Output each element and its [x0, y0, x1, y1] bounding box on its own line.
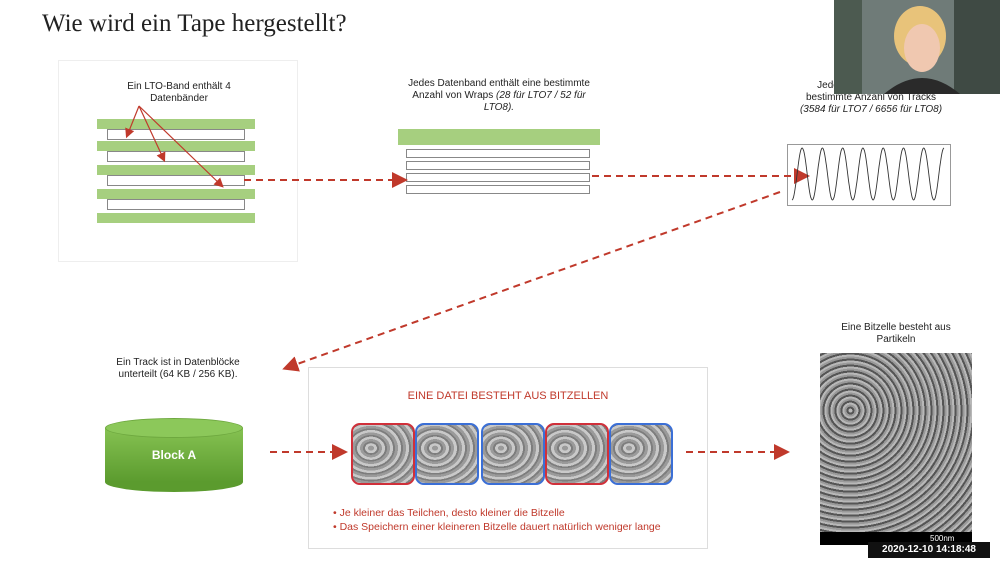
- bitcell-blue-1: [415, 423, 479, 485]
- slide-title: Wie wird ein Tape hergestellt?: [42, 10, 347, 37]
- band-green-3: [97, 165, 255, 175]
- wraps-text-main: Jedes Datenband enthält eine bestimmte A…: [408, 78, 590, 101]
- tracks-sine-box: [787, 144, 951, 206]
- wrap-line-2: [406, 161, 590, 170]
- band-white-1: [107, 129, 245, 140]
- sem-particle-image: [820, 353, 972, 545]
- sem-scale-label: 500nm: [930, 534, 955, 543]
- band-green-1: [97, 119, 255, 129]
- bitcell-blue-2: [481, 423, 545, 485]
- block-label: Block A: [151, 448, 197, 462]
- wraps-text-detail: (28 für LTO7 / 52 für LTO8).: [483, 90, 586, 113]
- particles-text: Eine Bitzelle besteht aus Partikeln: [841, 322, 951, 345]
- bitcell-blue-3: [609, 423, 673, 485]
- tracks-text-detail: (3584 für LTO7 / 6656 für LTO8): [799, 104, 943, 115]
- bitcell-panel: EINE DATEI BESTEHT AUS BITZELLEN Je klei…: [308, 367, 708, 549]
- wraps-text: Jedes Datenband enthält eine bestimmte A…: [398, 78, 600, 114]
- lto-pointer-arrows: [125, 105, 224, 188]
- cylinder-top: [105, 418, 243, 438]
- track-sine-wave: [791, 147, 945, 201]
- recording-timestamp: 2020-12-10 14:18:48: [868, 542, 990, 558]
- band-white-2: [107, 151, 245, 162]
- bullet-item: Je kleiner das Teilchen, desto kleiner d…: [333, 506, 661, 520]
- bitcell-red-1: [351, 423, 415, 485]
- bitcell-red-2: [545, 423, 609, 485]
- wraps-green-bar: [398, 129, 600, 145]
- bullet-item: Das Speichern einer kleineren Bitzelle d…: [333, 520, 661, 534]
- bitcell-title: EINE DATEI BESTEHT AUS BITZELLEN: [407, 390, 609, 402]
- webcam-feed-icon: [834, 0, 1000, 94]
- band-green-4: [97, 189, 255, 199]
- lto-band-panel: Ein LTO-Band enthält 4 Datenbänder: [58, 60, 298, 262]
- track-blocks-text: Ein Track ist in Datenblöcke unterteilt …: [116, 357, 240, 380]
- band-green-5: [97, 213, 255, 223]
- sem-scale-bar: [820, 532, 972, 545]
- wrap-line-4: [406, 185, 590, 194]
- wrap-line-1: [406, 149, 590, 158]
- band-green-2: [97, 141, 255, 151]
- band-white-4: [107, 199, 245, 210]
- lto-band-text: Ein LTO-Band enthält 4 Datenbänder: [127, 81, 231, 104]
- flow-arrows: [244, 168, 810, 460]
- bitcell-bullets: Je kleiner das Teilchen, desto kleiner d…: [333, 506, 661, 534]
- block-a-cylinder: Block A: [105, 418, 243, 492]
